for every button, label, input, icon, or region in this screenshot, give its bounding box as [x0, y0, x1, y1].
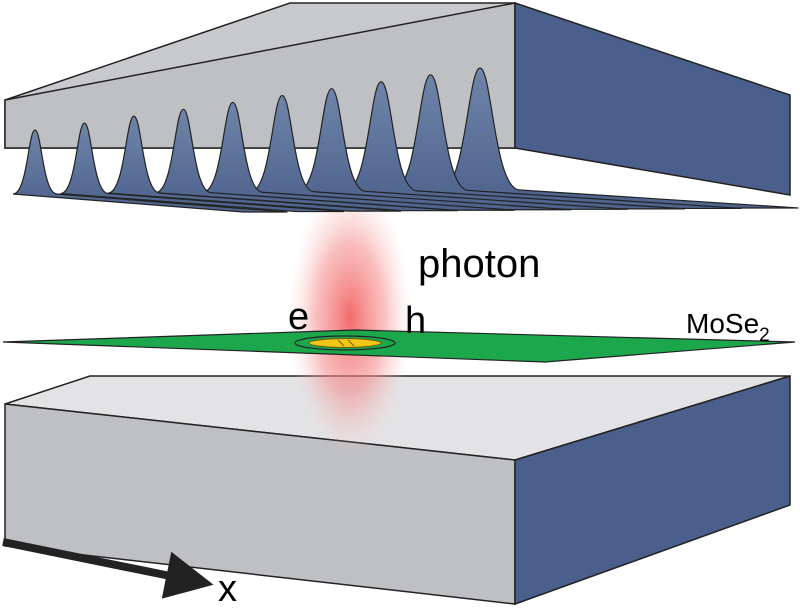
grating-ridge — [439, 67, 799, 209]
x-axis-label: x — [218, 568, 237, 609]
grating-ridge — [60, 122, 345, 213]
material-label: MoSe2 — [686, 308, 770, 346]
electron-label: e — [288, 296, 309, 338]
exciton-marker — [308, 338, 382, 348]
photon-mode-glow — [288, 180, 412, 456]
grating-ridge — [107, 115, 402, 212]
grating-ridge — [250, 94, 572, 211]
grating-ridge — [155, 108, 458, 212]
grating-ridge — [297, 88, 629, 210]
bottom-mirror — [4, 374, 791, 606]
top-mirror-side-face — [514, 1, 791, 196]
photon-label: photon — [418, 242, 540, 286]
grating-ridges — [12, 67, 799, 213]
grating-ridge — [392, 74, 742, 210]
top-mirror — [4, 1, 799, 213]
bottom-mirror-side-face — [514, 374, 791, 606]
mose2-flake — [2, 329, 796, 363]
grating-ridge — [12, 129, 288, 213]
grating-ridge — [344, 81, 685, 210]
grating-ridge — [202, 101, 515, 211]
x-axis-arrow — [2, 538, 214, 599]
flake-sheet — [2, 329, 796, 363]
material-label-subscript: 2 — [759, 325, 770, 346]
hole-label: h — [405, 300, 426, 342]
exciton-marker-tick-2 — [347, 339, 355, 347]
exciton-marker-tick-1 — [337, 339, 345, 347]
material-label-main: MoSe — [686, 308, 759, 339]
